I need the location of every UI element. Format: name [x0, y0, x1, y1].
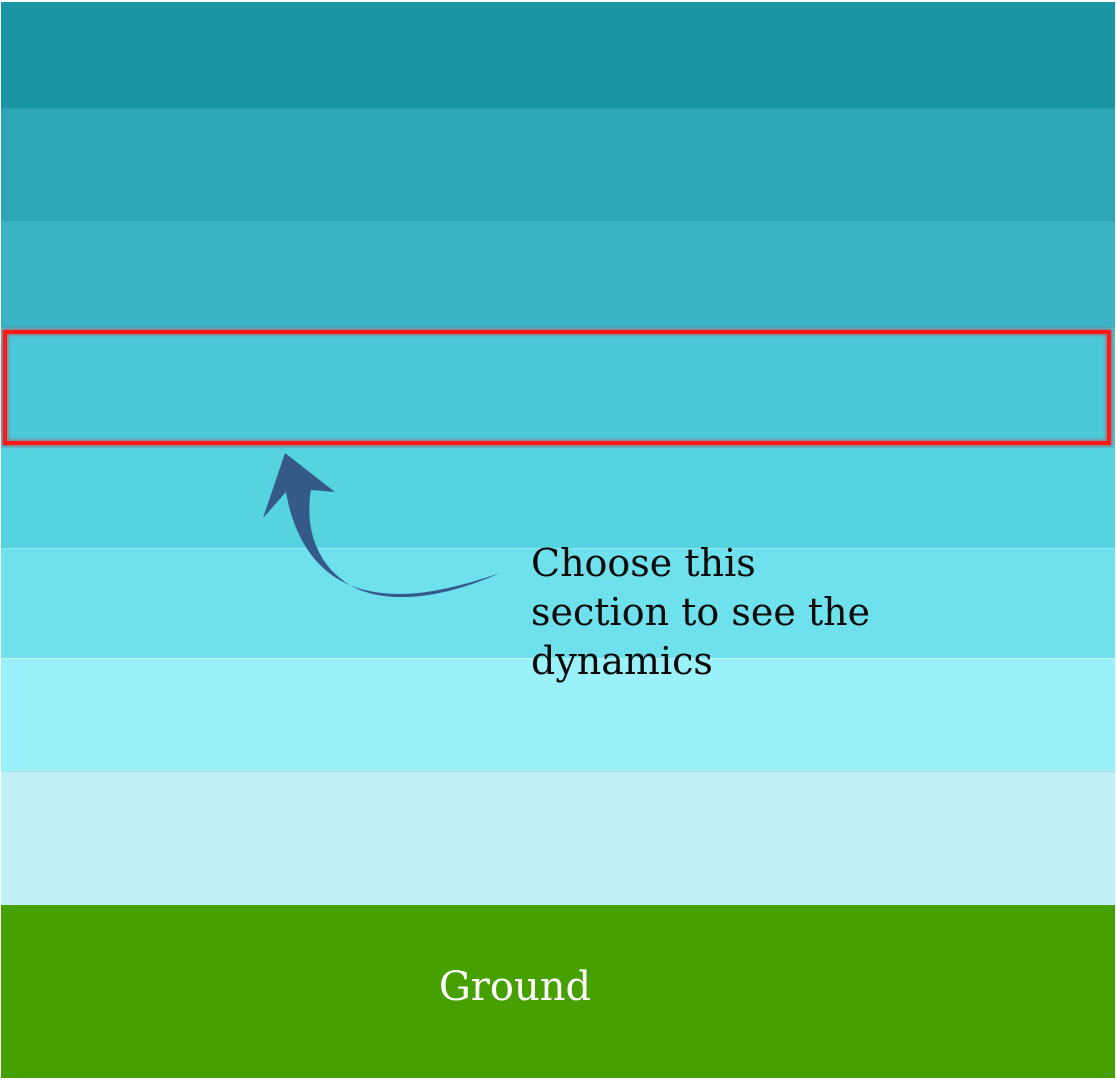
annotation-text: Choose this section to see the dynamics — [531, 539, 951, 686]
curved-arrow-icon — [263, 453, 500, 598]
annotation-line: dynamics — [531, 639, 713, 683]
ground-layer: Ground — [1, 905, 1115, 1078]
layer-5[interactable] — [1, 448, 1115, 548]
layer-4-selected[interactable] — [1, 328, 1115, 448]
arrow-shape — [263, 453, 500, 598]
layer-8[interactable] — [1, 771, 1115, 905]
layer-6[interactable] — [1, 548, 1115, 658]
layer-7[interactable] — [1, 658, 1115, 771]
annotation-line: Choose this — [531, 541, 756, 585]
layer-1[interactable] — [1, 2, 1115, 108]
layer-3[interactable] — [1, 221, 1115, 328]
annotation-line: section to see the — [531, 590, 871, 634]
layer-2[interactable] — [1, 108, 1115, 221]
ground-label: Ground — [438, 964, 592, 1010]
